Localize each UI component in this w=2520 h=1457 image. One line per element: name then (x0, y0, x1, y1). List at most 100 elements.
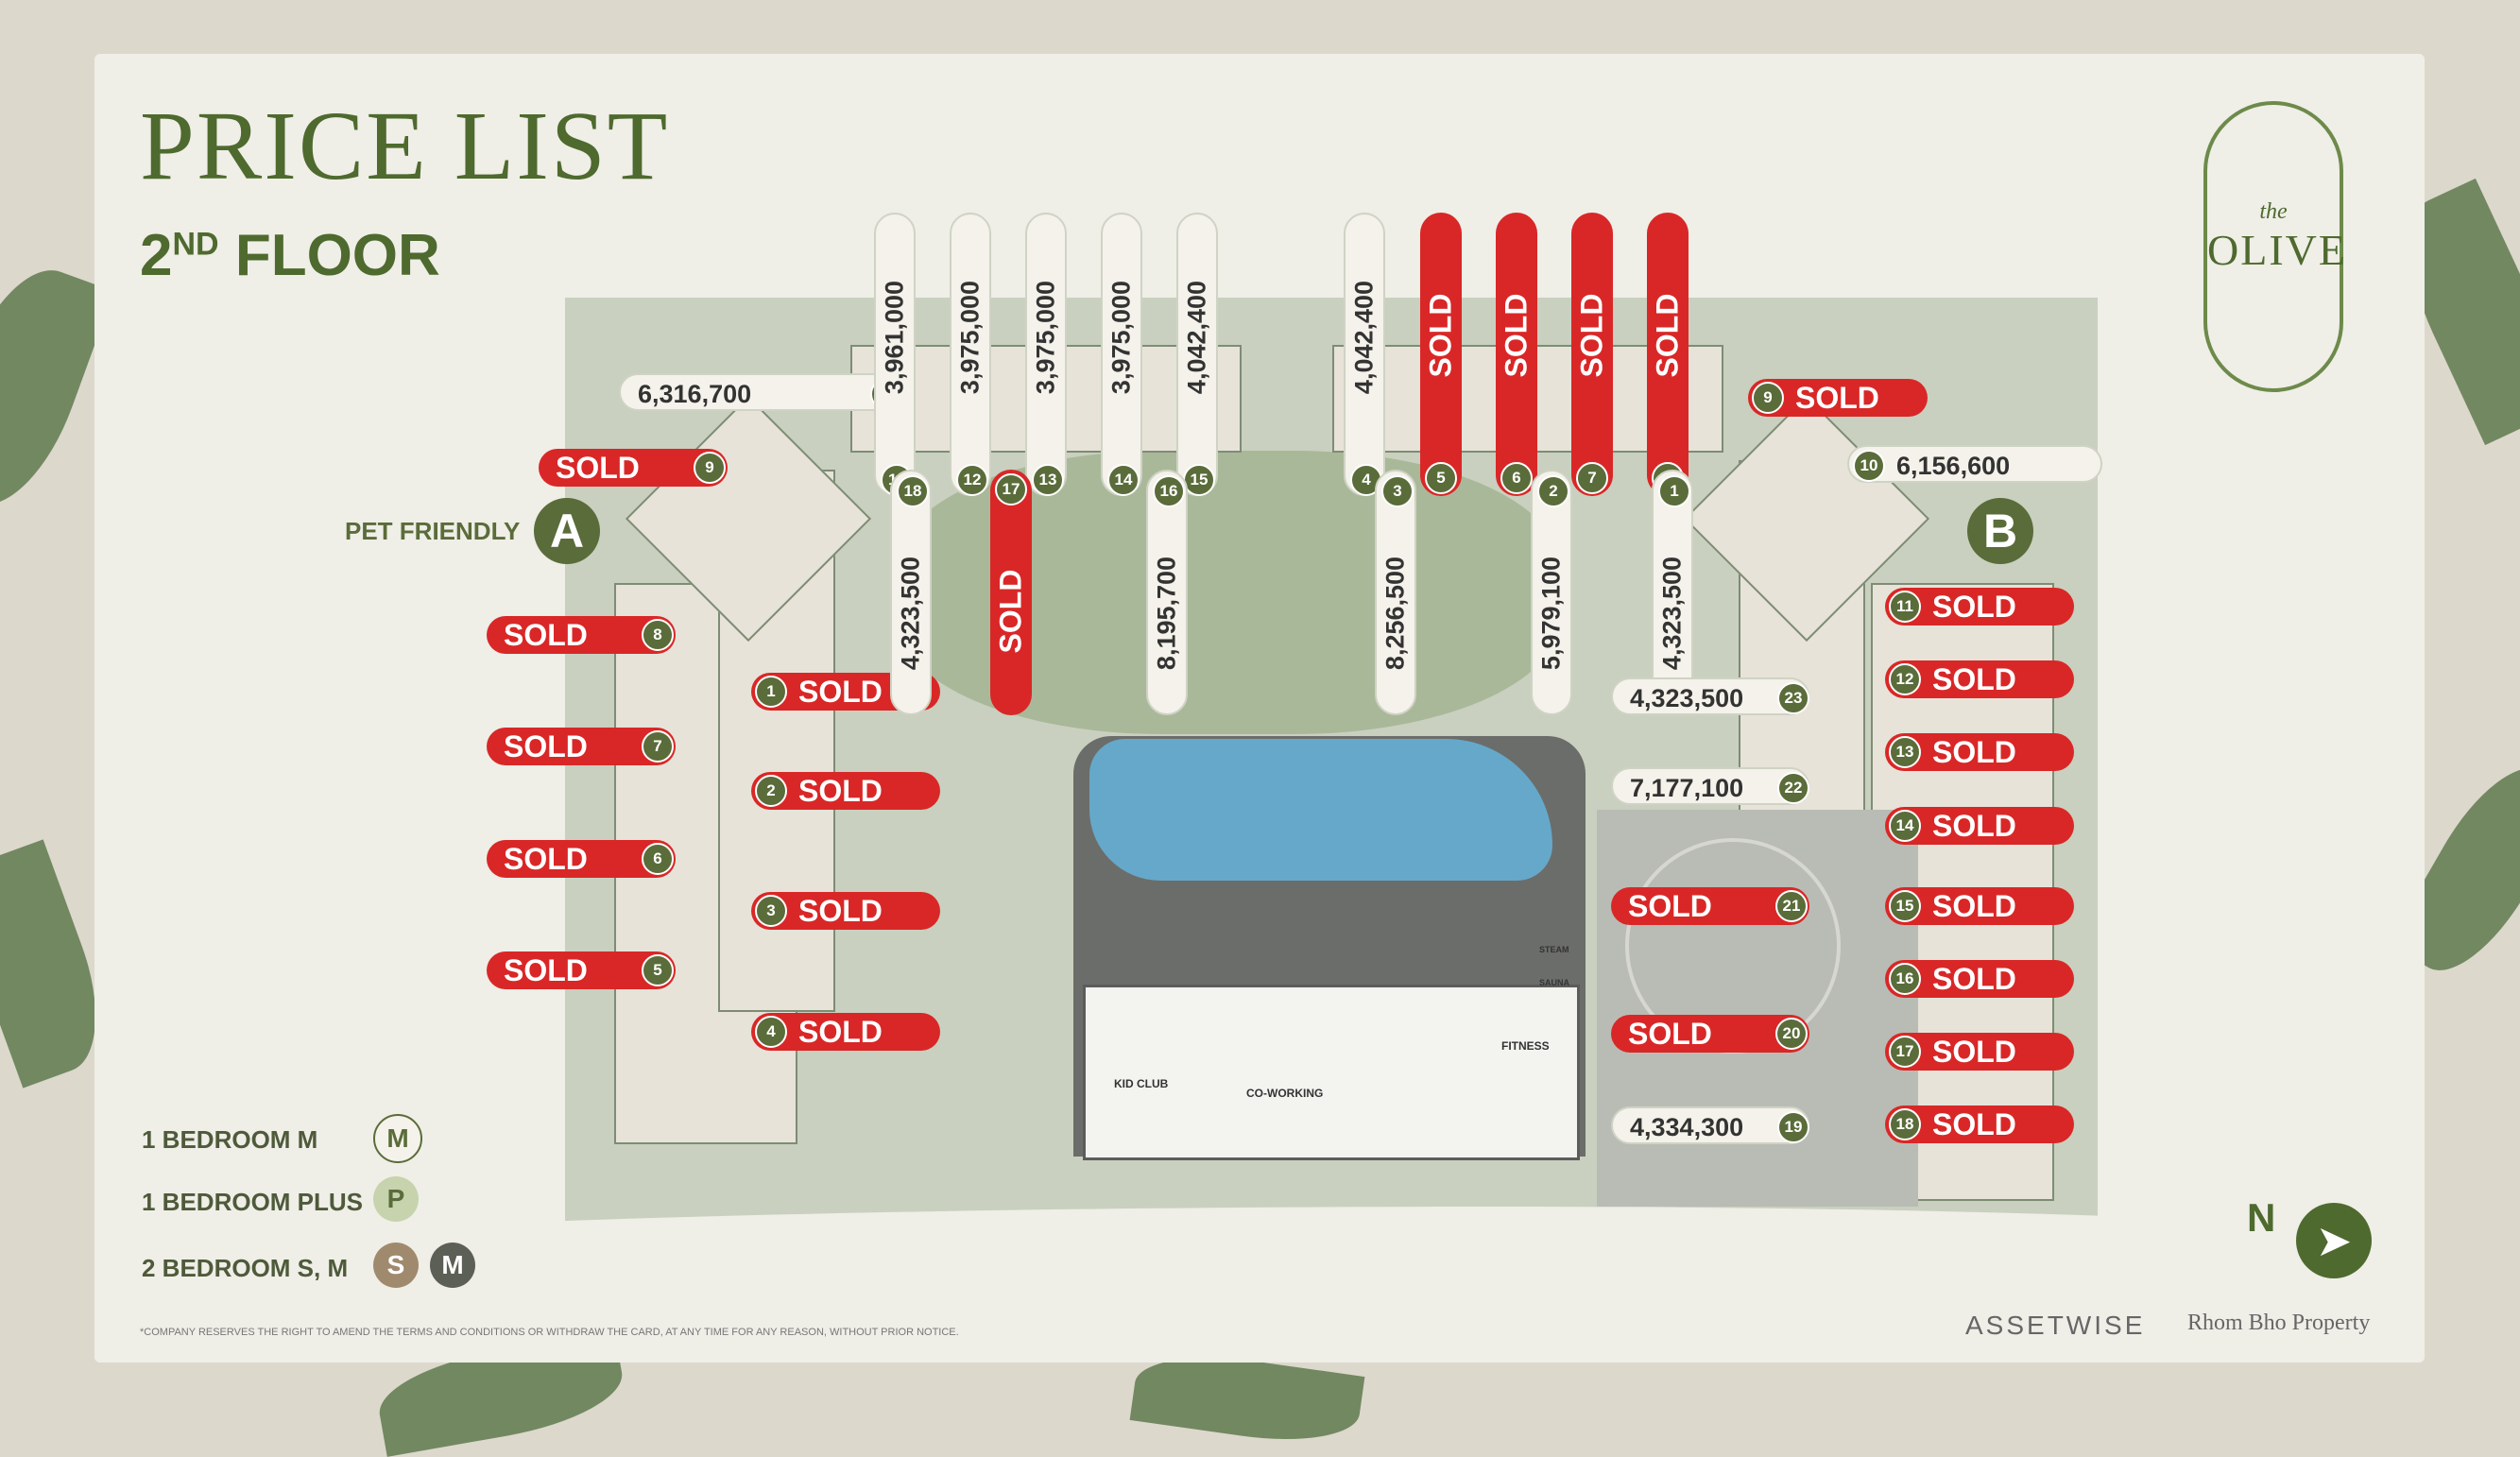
unit-price-text: 3,975,000 (1106, 280, 1136, 395)
unit-price-text: 5,979,100 (1536, 556, 1566, 671)
legend-2-bedroom: 2 BEDROOM S, M (142, 1254, 349, 1282)
legend-badge-s: S (373, 1243, 419, 1288)
unit-price-text: SOLD (1932, 662, 2016, 696)
unit-number-badge: 16 (1889, 963, 1921, 995)
unit-price-text: 4,042,400 (1182, 280, 1211, 395)
unit-price-text: SOLD (1932, 889, 2016, 923)
unit-price-text: 7,177,100 (1630, 774, 1744, 802)
unit-price-text: SOLD (504, 842, 588, 876)
unit-number-badge: 1 (1658, 475, 1690, 507)
unit-price-text: SOLD (798, 675, 883, 709)
building-b-badge: B (1967, 498, 2033, 564)
unit-price-text: SOLD (1499, 293, 1534, 378)
logo-small-text: the (2259, 199, 2288, 224)
unit-number-badge: 15 (1183, 464, 1215, 496)
unit-price-text: SOLD (1423, 293, 1458, 378)
rhom-bho-brand: Rhom Bho Property (2187, 1311, 2371, 1335)
fitness-label: FITNESS (1501, 1039, 1550, 1053)
unit-b11-sold: SOLD 11 (1885, 588, 2074, 626)
sauna-label: SAUNA (1539, 978, 1570, 987)
unit-a17-sold: SOLD 17 (990, 470, 1032, 715)
unit-price-text: 4,042,400 (1349, 280, 1379, 395)
unit-a10-price: 6,316,70010 (619, 373, 902, 411)
unit-price-text: SOLD (798, 774, 883, 808)
unit-price-text: 6,316,700 (638, 380, 752, 408)
north-arrow-icon: ➤ (2296, 1203, 2372, 1278)
unit-number-badge: 12 (956, 464, 988, 496)
unit-a11-price: 3,961,00011 (874, 213, 916, 496)
unit-price-text: SOLD (1795, 381, 1879, 415)
unit-number-badge: 5 (642, 954, 674, 986)
unit-price-text: SOLD (993, 569, 1028, 654)
unit-price-text: 6,156,600 (1896, 452, 2011, 480)
unit-price-text: SOLD (1932, 590, 2016, 624)
unit-number-badge: 2 (1537, 475, 1569, 507)
unit-price-text: SOLD (556, 451, 640, 485)
unit-number-badge: 15 (1889, 890, 1921, 922)
swimming-pool (1089, 739, 1552, 881)
unit-number-badge: 7 (1576, 462, 1608, 494)
unit-number-badge: 1 (755, 676, 787, 708)
kid-club-label: KID CLUB (1114, 1077, 1169, 1090)
legend-1-bedroom-plus: 1 BEDROOM PLUS (142, 1188, 364, 1216)
unit-number-badge: 23 (1777, 682, 1809, 714)
amenity-block: KID CLUB CO-WORKING FITNESS STEAM SAUNA (1083, 945, 1580, 1160)
assetwise-brand: ASSETWISE (1965, 1311, 2146, 1340)
unit-number-badge: 19 (1777, 1111, 1809, 1143)
legend-1-bedroom-m: 1 BEDROOM M (142, 1125, 318, 1154)
unit-price-text: 4,323,500 (1657, 556, 1687, 671)
unit-a9-sold: SOLD 9 (539, 449, 728, 487)
legend-badge-p: P (373, 1176, 419, 1222)
unit-price-text: SOLD (798, 1015, 883, 1049)
unit-a5-sold: SOLD 5 (487, 951, 676, 989)
unit-price-text: 3,961,000 (880, 280, 909, 395)
unit-price-text: SOLD (1932, 962, 2016, 996)
unit-number-badge: 17 (995, 473, 1027, 506)
unit-number-badge: 13 (1889, 736, 1921, 768)
unit-number-badge: 6 (642, 843, 674, 875)
unit-price-text: 4,323,500 (1630, 684, 1744, 712)
unit-number-badge: 12 (1889, 663, 1921, 695)
page-title: PRICE LIST (140, 92, 670, 200)
legend-badge-m: M (373, 1114, 422, 1163)
unit-number-badge: 18 (897, 475, 929, 507)
unit-price-text: SOLD (1932, 809, 2016, 843)
unit-number-badge: 16 (1153, 475, 1185, 507)
unit-price-text: SOLD (1650, 293, 1685, 378)
unit-price-text: SOLD (1628, 889, 1712, 923)
unit-number-badge: 17 (1889, 1036, 1921, 1068)
floor-title: 2ND FLOOR (140, 223, 440, 288)
unit-number-badge: 11 (1889, 591, 1921, 623)
unit-number-badge: 20 (1775, 1018, 1808, 1050)
unit-b22-price: 7,177,100 22 (1611, 767, 1809, 805)
unit-number-badge: 9 (1752, 382, 1784, 414)
price-list-card: KID CLUB CO-WORKING FITNESS STEAM SAUNA … (94, 54, 2425, 1363)
unit-price-text: SOLD (1932, 735, 2016, 769)
disclaimer: *COMPANY RESERVES THE RIGHT TO AMEND THE… (140, 1327, 959, 1338)
unit-number-badge: 21 (1775, 890, 1808, 922)
unit-number-badge: 22 (1777, 772, 1809, 804)
unit-b15-sold: SOLD 15 (1885, 887, 2074, 925)
unit-price-text: SOLD (504, 618, 588, 652)
unit-number-badge: 18 (1889, 1108, 1921, 1140)
unit-price-text: SOLD (504, 953, 588, 987)
pet-friendly-label: PET FRIENDLY (345, 517, 521, 545)
logo-name: OLIVE (2207, 226, 2347, 274)
legend-badge-m2: M (430, 1243, 475, 1288)
unit-number-badge: 9 (694, 452, 726, 484)
